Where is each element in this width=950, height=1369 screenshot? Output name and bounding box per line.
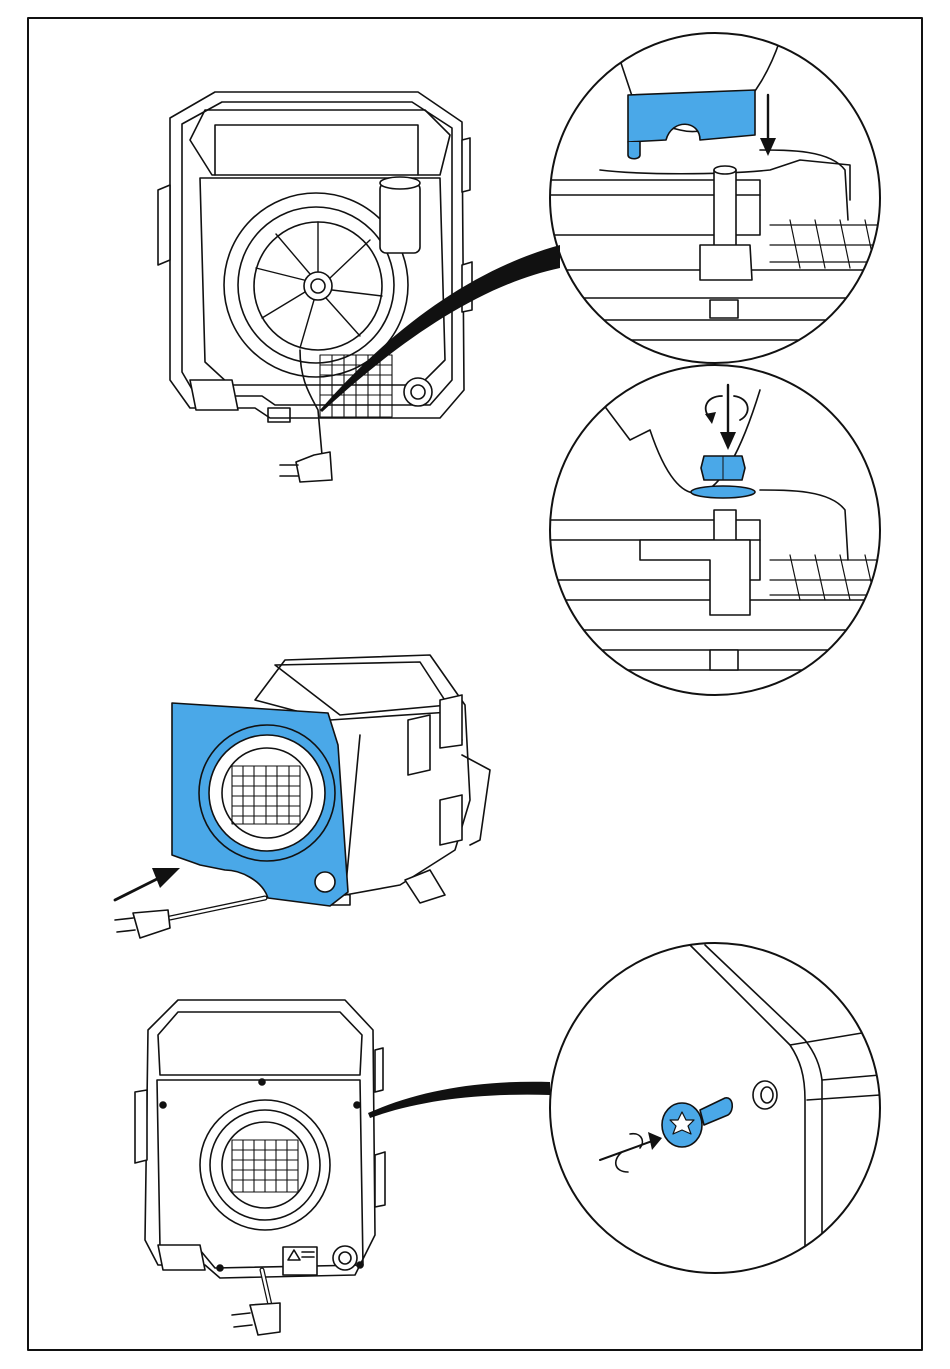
washer-highlight	[691, 486, 755, 498]
callout-detail-2	[545, 365, 880, 695]
power-plug-icon	[296, 452, 332, 482]
torx-screw-icon	[700, 1098, 732, 1125]
bracket-highlight	[628, 90, 755, 142]
callout-detail-1	[545, 33, 880, 363]
figure-1-appliance-rear	[158, 92, 472, 482]
insert-arrow-icon	[600, 1140, 655, 1160]
callout-connector	[368, 1082, 550, 1118]
power-plug-icon	[133, 910, 170, 938]
figure-3-appliance-closed	[135, 1000, 385, 1335]
power-plug-icon	[250, 1303, 280, 1335]
figure-2-cover-panel	[115, 655, 490, 938]
callout-detail-3	[550, 943, 880, 1290]
